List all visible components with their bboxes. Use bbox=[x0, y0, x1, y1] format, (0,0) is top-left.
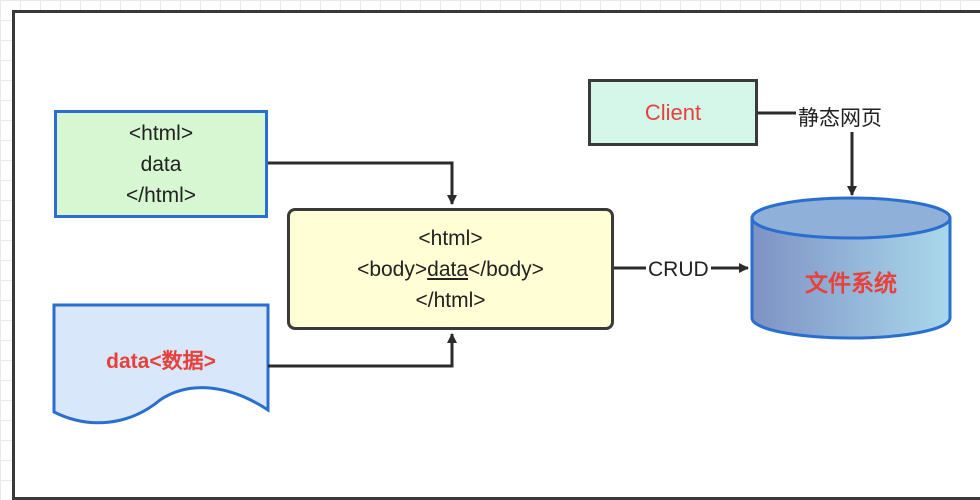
data-document-shape bbox=[52, 303, 270, 425]
file-system-label: 文件系统 bbox=[805, 270, 897, 296]
client-label: Client bbox=[644, 99, 702, 125]
static-pages-label: 静态网页 bbox=[796, 102, 884, 132]
client-box: Client bbox=[588, 79, 758, 146]
body-open-tag: <body> bbox=[357, 257, 428, 281]
crud-label: CRUD bbox=[646, 258, 711, 282]
html-box-line-1: <html> bbox=[128, 121, 194, 145]
diagram-shapes bbox=[52, 111, 952, 425]
data-document-label: data<数据> bbox=[106, 350, 216, 373]
html-data-box: <html> data </html> bbox=[54, 110, 268, 218]
body-data-text: data bbox=[427, 257, 469, 281]
template-box: <html> <body>data</body> </html> bbox=[287, 208, 614, 330]
html-box-line-3: </html> bbox=[125, 183, 197, 207]
template-box-line-3: </html> bbox=[415, 288, 486, 312]
html-box-line-2: data bbox=[140, 152, 182, 176]
body-close-tag: </body> bbox=[468, 257, 544, 281]
arrow-html-to-center bbox=[268, 161, 457, 205]
arrow-doc-to-center bbox=[268, 333, 457, 368]
template-box-line-2: <body>data</body> bbox=[357, 254, 544, 285]
file-system-cylinder bbox=[750, 196, 952, 340]
template-box-line-1: <html> bbox=[418, 226, 483, 250]
